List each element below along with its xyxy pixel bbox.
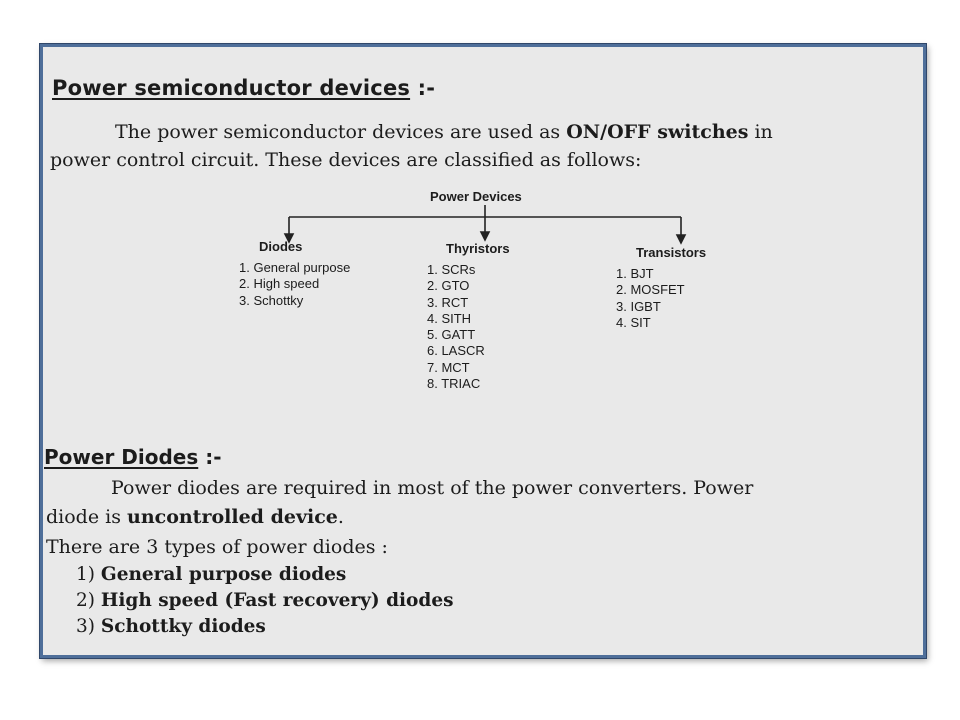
section-heading-suffix: :- [198, 445, 222, 469]
list-item-label: General purpose diodes [100, 564, 347, 585]
diodes-line-2-text: diode is [46, 506, 127, 528]
list-item: 1) General purpose diodes [76, 562, 454, 588]
thyristors-item: 8. TRIAC [427, 376, 481, 392]
intro-text-1: The power semiconductor devices are used… [115, 121, 567, 143]
section-heading: Power Diodes :- [44, 445, 222, 469]
diodes-arrow [283, 233, 295, 244]
section-heading-text: Power Diodes [44, 445, 199, 469]
transistors-list: 1. BJT 2. MOSFET 3. IGBT 4. SIT [616, 266, 706, 331]
thyristors-list: 1. SCRs 2. GTO 3. RCT 4. SITH 5. GATT 6.… [427, 262, 510, 392]
thyristors-item: 2. GTO [427, 278, 470, 294]
tree-root-label: Power Devices [430, 189, 522, 204]
thyristors-item: 5. GATT [427, 327, 476, 343]
list-item-label: High speed (Fast recovery) diodes [100, 590, 454, 611]
list-item-label: Schottky diodes [100, 616, 266, 637]
page-title: Power semiconductor devices :- [52, 76, 435, 100]
document-page: Power semiconductor devices :- The power… [40, 44, 926, 658]
thyristors-title: Thyristors [446, 241, 510, 256]
diodes-line-2-bold: uncontrolled device [127, 506, 338, 528]
thyristors-arrow [479, 231, 491, 242]
thyristors-item: 4. SITH [427, 310, 472, 326]
list-item-number: 1) [76, 564, 95, 585]
thyristors-column: Thyristors 1. SCRs 2. GTO 3. RCT 4. SITH… [427, 241, 510, 392]
diodes-line-2-end: . [337, 506, 344, 528]
diodes-item: 3. Schottky [239, 292, 304, 308]
thyristors-item: 3. RCT [427, 294, 469, 310]
page-title-text: Power semiconductor devices [52, 76, 411, 100]
diodes-item: 2. High speed [239, 276, 320, 292]
intro-text-2: in [748, 121, 773, 143]
thyristors-item: 6. LASCR [427, 343, 485, 359]
diode-types-list: 1) General purpose diodes 2) High speed … [76, 562, 454, 640]
page-title-suffix: :- [410, 76, 436, 100]
diodes-line-1: Power diodes are required in most of the… [111, 477, 754, 499]
diodes-column: Diodes 1. General purpose 2. High speed … [239, 239, 350, 309]
transistors-item: 4. SIT [616, 314, 651, 330]
list-item-number: 3) [76, 616, 95, 637]
diodes-item: 1. General purpose [239, 260, 351, 275]
intro-line-1: The power semiconductor devices are used… [115, 118, 773, 146]
thyristors-item: 7. MCT [427, 359, 470, 375]
tree-connectors [283, 205, 687, 245]
transistors-arrow [675, 234, 687, 245]
diodes-list: 1. General purpose 2. High speed 3. Scho… [239, 260, 350, 309]
transistors-item: 1. BJT [616, 266, 654, 281]
transistors-column: Transistors 1. BJT 2. MOSFET 3. IGBT 4. … [616, 245, 706, 331]
list-item: 3) Schottky diodes [76, 614, 454, 640]
transistors-item: 3. IGBT [616, 298, 661, 314]
transistors-title: Transistors [636, 245, 707, 260]
diodes-title: Diodes [259, 239, 303, 254]
transistors-item: 2. MOSFET [616, 282, 685, 298]
list-item-number: 2) [76, 590, 95, 611]
list-item: 2) High speed (Fast recovery) diodes [76, 588, 454, 614]
intro-line-2: power control circuit. These devices are… [50, 149, 642, 171]
thyristors-item: 1. SCRs [427, 262, 476, 277]
intro-bold: ON/OFF switches [566, 121, 749, 143]
diodes-line-2: diode is uncontrolled device. [46, 503, 344, 531]
diodes-line-3: There are 3 types of power diodes : [46, 536, 388, 558]
